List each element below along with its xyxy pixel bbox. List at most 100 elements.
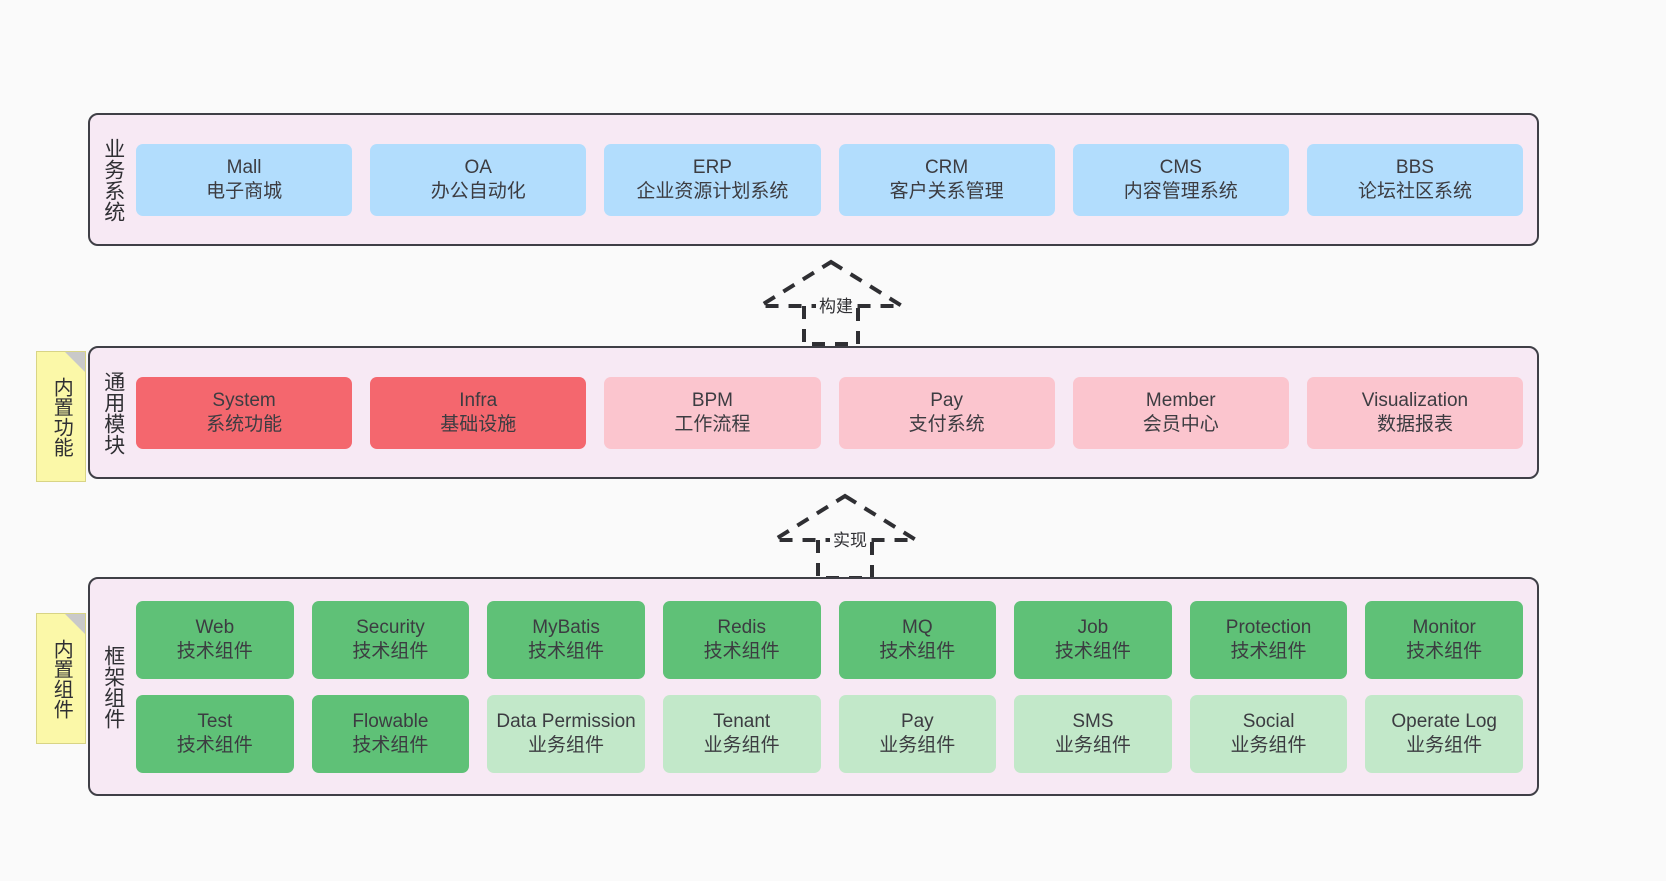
card-title: OA [464,157,492,179]
card-title: Pay [930,390,963,412]
card-subtitle: 会员中心 [1142,413,1219,435]
card-title: Tenant [713,711,771,733]
card-title: BPM [691,390,734,412]
card-flowable[interactable]: Flowable 技术组件 [311,694,470,773]
card-subtitle: 工作流程 [674,413,751,435]
connector-build-label: 构建 [816,292,856,317]
card-job[interactable]: Job 技术组件 [1014,600,1172,679]
card-subtitle: 业务组件 [703,734,780,756]
common-modules-row: System 系统功能 Infra 基础设施 BPM 工作流程 Pay 支付系统… [136,376,1524,449]
card-protection[interactable]: Protection 技术组件 [1189,600,1348,679]
card-title: Security [356,617,425,639]
connector-implement: 实现 [766,492,924,580]
card-test[interactable]: Test 技术组件 [136,694,294,773]
card-erp[interactable]: ERP 企业资源计划系统 [604,143,821,216]
card-pay-component[interactable]: Pay 业务组件 [838,694,997,773]
card-monitor[interactable]: Monitor 技术组件 [1365,600,1523,679]
card-subtitle: 技术组件 [1230,640,1307,662]
card-title: Redis [717,617,766,639]
card-subtitle: 支付系统 [908,413,985,435]
card-title: Flowable [352,711,429,733]
layer-label-framework-components: 框架组件 [101,644,125,729]
card-subtitle: 技术组件 [1054,640,1131,662]
card-data-permission[interactable]: Data Permission 业务组件 [487,694,645,773]
card-tenant[interactable]: Tenant 业务组件 [662,694,821,773]
card-subtitle: 内容管理系统 [1123,180,1238,202]
card-subtitle: 业务组件 [1054,734,1131,756]
layer-label-business-system: 业务系统 [101,137,125,222]
card-infra[interactable]: Infra 基础设施 [370,376,587,449]
card-subtitle: 技术组件 [1406,640,1483,662]
card-subtitle: 办公自动化 [430,180,526,202]
card-visualization[interactable]: Visualization 数据报表 [1306,376,1524,449]
card-subtitle: 业务组件 [1406,734,1483,756]
note-builtin-component: 内置组件 [36,613,86,744]
card-pay-module[interactable]: Pay 支付系统 [838,376,1055,449]
card-title: MyBatis [532,617,600,639]
card-title: MQ [902,617,933,639]
layer-common-modules: 通用模块 System 系统功能 Infra 基础设施 BPM 工作流程 Pay [88,346,1539,479]
note-builtin-function-text: 内置功能 [50,376,73,457]
connector-build: 构建 [752,258,910,346]
card-title: Data Permission [496,711,636,733]
card-title: SMS [1072,711,1114,733]
note-builtin-function: 内置功能 [36,351,86,482]
card-title: Job [1077,617,1109,639]
card-mall[interactable]: Mall 电子商城 [136,143,353,216]
card-subtitle: 技术组件 [879,640,956,662]
card-web[interactable]: Web 技术组件 [136,600,294,679]
card-subtitle: 技术组件 [528,640,605,662]
card-subtitle: 技术组件 [703,640,780,662]
card-subtitle: 技术组件 [352,734,429,756]
layer-framework-components: 框架组件 Web 技术组件 Security 技术组件 MyBatis 技术组件… [88,577,1539,796]
layer-business-system: 业务系统 Mall 电子商城 OA 办公自动化 ERP 企业资源计划系统 CRM [88,113,1539,246]
card-title: System [212,390,276,412]
card-title: BBS [1395,157,1434,179]
card-title: ERP [692,157,732,179]
card-oa[interactable]: OA 办公自动化 [370,143,587,216]
card-title: Operate Log [1391,711,1497,733]
card-cms[interactable]: CMS 内容管理系统 [1072,143,1289,216]
card-subtitle: 客户关系管理 [889,180,1004,202]
card-bbs[interactable]: BBS 论坛社区系统 [1306,143,1524,216]
card-title: Pay [900,711,934,733]
card-title: Test [197,711,233,733]
card-security[interactable]: Security 技术组件 [311,600,470,679]
layer-body-common-modules: System 系统功能 Infra 基础设施 BPM 工作流程 Pay 支付系统… [136,348,1537,477]
card-social[interactable]: Social 业务组件 [1189,694,1348,773]
connector-implement-label: 实现 [830,526,870,551]
card-title: Monitor [1412,617,1476,639]
framework-tech-row: Web 技术组件 Security 技术组件 MyBatis 技术组件 Redi… [136,600,1523,679]
card-sms[interactable]: SMS 业务组件 [1014,694,1172,773]
card-title: CMS [1159,157,1202,179]
card-title: Member [1145,390,1216,412]
layer-label-common-modules: 通用模块 [101,370,125,455]
card-title: Visualization [1361,390,1469,412]
card-title: Social [1242,711,1295,733]
card-title: Web [195,617,235,639]
card-redis[interactable]: Redis 技术组件 [662,600,821,679]
card-system[interactable]: System 系统功能 [136,376,353,449]
card-operate-log[interactable]: Operate Log 业务组件 [1365,694,1523,773]
layer-body-framework-components: Web 技术组件 Security 技术组件 MyBatis 技术组件 Redi… [136,579,1537,794]
card-subtitle: 技术组件 [176,640,253,662]
card-subtitle: 技术组件 [352,640,429,662]
card-mybatis[interactable]: MyBatis 技术组件 [487,600,645,679]
note-builtin-component-text: 内置组件 [50,638,73,719]
card-subtitle: 数据报表 [1376,413,1453,435]
card-title: CRM [924,157,969,179]
card-bpm[interactable]: BPM 工作流程 [604,376,821,449]
card-subtitle: 电子商城 [206,180,283,202]
card-subtitle: 论坛社区系统 [1357,180,1472,202]
card-subtitle: 业务组件 [879,734,956,756]
card-member[interactable]: Member 会员中心 [1072,376,1289,449]
card-subtitle: 企业资源计划系统 [636,180,789,202]
layer-body-business-system: Mall 电子商城 OA 办公自动化 ERP 企业资源计划系统 CRM 客户关系… [136,115,1537,244]
card-title: Mall [226,157,262,179]
card-crm[interactable]: CRM 客户关系管理 [838,143,1055,216]
card-subtitle: 业务组件 [1230,734,1307,756]
card-subtitle: 业务组件 [528,734,605,756]
card-mq[interactable]: MQ 技术组件 [838,600,997,679]
card-subtitle: 系统功能 [206,413,283,435]
